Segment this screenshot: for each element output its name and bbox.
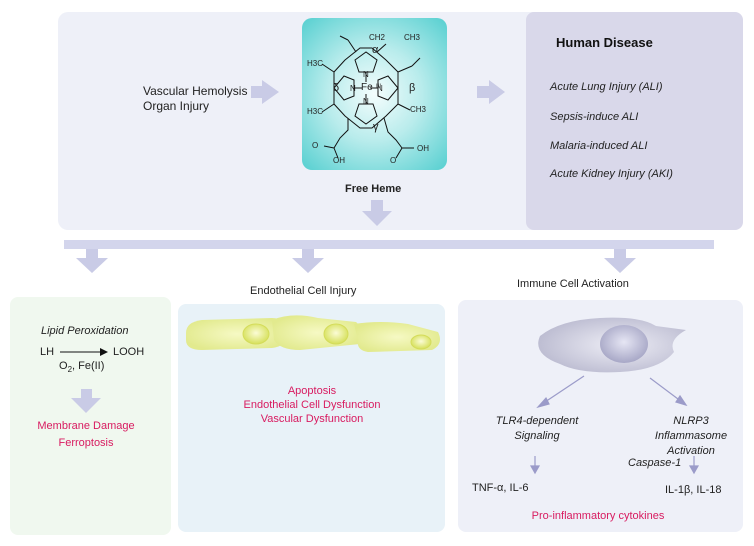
heme-fe-ox: III [376, 84, 382, 90]
human-disease-title: Human Disease [556, 35, 653, 50]
heme-beta: β [409, 82, 416, 94]
disease-item-malaria: Malaria-induced ALI [550, 140, 648, 152]
arrow-branch-right [604, 249, 636, 273]
heme-o2: O [390, 156, 397, 165]
looh-label: LOOH [113, 346, 145, 358]
organ-injury-label: Organ Injury [143, 99, 210, 113]
il1b-il18-label: IL-1β, IL-18 [665, 484, 722, 496]
free-heme-label: Free Heme [345, 183, 402, 195]
heme-alpha: α [372, 44, 379, 56]
heme-h3c-left: H3C [307, 59, 324, 68]
branch-bar [64, 240, 714, 249]
tlr4-label: TLR4-dependent Signaling [495, 415, 579, 442]
heme-n-2: N [377, 84, 383, 93]
arrow-branch-left [76, 249, 108, 273]
heme-oh2: OH [417, 144, 429, 153]
arrow-lipid-down [71, 389, 101, 413]
endothelial-dysfunction-label: Endothelial Cell Dysfunction [243, 399, 381, 411]
disease-item-ali: Acute Lung Injury (ALI) [550, 81, 663, 93]
arrow-hemolysis-to-heme [251, 80, 279, 104]
o2-fe-label: O2, Fe(II) [59, 360, 105, 375]
heme-gamma: γ [373, 121, 379, 133]
vascular-dysfunction-label: Vascular Dysfunction [260, 413, 364, 425]
heme-n-4: N [350, 84, 356, 93]
lipid-peroxidation-panel [10, 297, 171, 535]
immune-cell [538, 317, 686, 373]
heme-fe: Fe [361, 82, 373, 93]
arrow-heme-to-disease [477, 80, 505, 104]
heme-oh1: OH [333, 156, 345, 165]
disease-item-aki: Acute Kidney Injury (AKI) [550, 168, 673, 180]
nlrp3-label: NLRP3 Inflammasome Activation [654, 415, 728, 457]
disease-item-sepsis: Sepsis-induce ALI [550, 111, 639, 123]
heme-h3c-bottom: H3C [307, 107, 324, 116]
ferroptosis-label: Ferroptosis [58, 437, 114, 449]
heme-o1: O [312, 141, 319, 150]
pro-inflammatory-label: Pro-inflammatory cytokines [531, 510, 665, 522]
heme-delta: δ [333, 82, 340, 94]
heme-ch2: CH2 [369, 33, 386, 42]
caspase-label: Caspase-1 [628, 457, 682, 469]
heme-n-3: N [363, 97, 369, 106]
heme-structure-box [302, 18, 447, 170]
vascular-hemolysis-label: Vascular Hemolysis [143, 84, 248, 98]
lh-looh-arrow [60, 348, 108, 356]
membrane-damage-label: Membrane Damage [37, 420, 135, 432]
heme-ch3-right: CH3 [410, 105, 427, 114]
lh-label: LH [40, 346, 55, 358]
heme-molecule [321, 35, 421, 159]
arrow-branch-mid [292, 249, 324, 273]
arrow-heme-down [362, 200, 392, 226]
immune-arrows [529, 375, 700, 475]
endothelial-cells [186, 315, 440, 352]
endothelial-title: Endothelial Cell Injury [250, 285, 357, 297]
tnf-il6-label: TNF-α, IL-6 [472, 482, 529, 494]
immune-title: Immune Cell Activation [517, 278, 629, 290]
heme-ch3-top: CH3 [404, 33, 421, 42]
heme-n-1: N [363, 70, 369, 79]
lipid-peroxidation-label: Lipid Peroxidation [41, 325, 129, 337]
apoptosis-label: Apoptosis [287, 385, 337, 397]
human-disease-panel [526, 12, 743, 230]
